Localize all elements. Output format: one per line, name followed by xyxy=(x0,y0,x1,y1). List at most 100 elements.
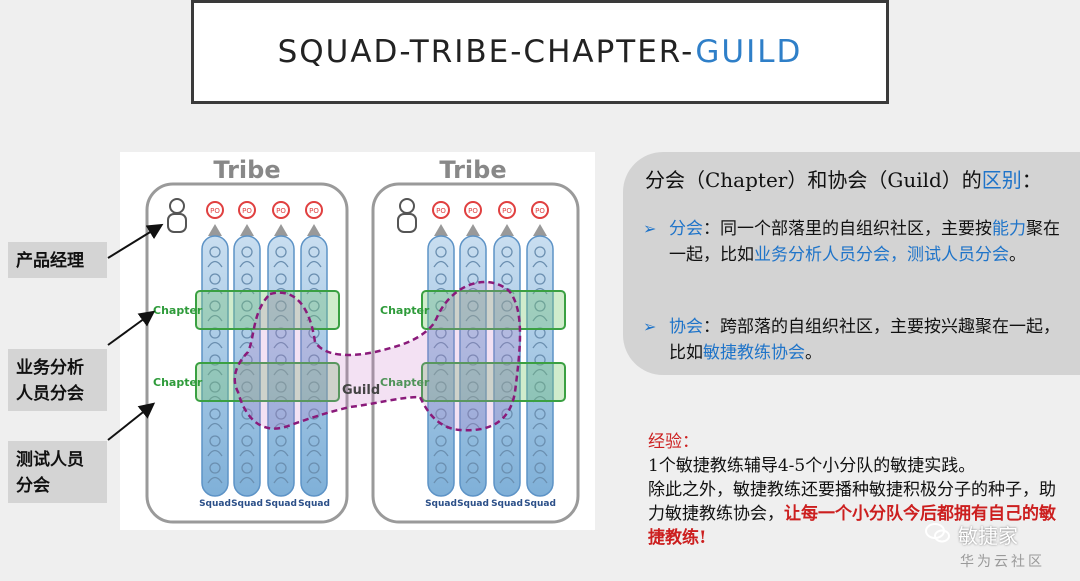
experience-line2: 除此之外，敏捷教练还要播种敏捷积极分子的种子，助力敏捷教练协会， xyxy=(648,480,1056,524)
member-icon xyxy=(435,354,447,366)
squad-column: PO Squad xyxy=(491,201,523,509)
chapter-text-1: ：同一个部落里的自组织社区，主要按 xyxy=(703,219,992,239)
chapter-band-bottom-left xyxy=(195,362,340,402)
po-label: PO xyxy=(468,207,478,215)
chapter-label-top-right: Chapter xyxy=(380,304,430,317)
member-icon xyxy=(501,462,513,474)
member-icon xyxy=(534,435,546,447)
label-product-manager-text: 产品经理 xyxy=(16,251,84,271)
member-icon xyxy=(467,354,479,366)
member-icon xyxy=(534,246,546,258)
experience-highlight: 让每一个小分队今后都拥有自己的敏捷教练! xyxy=(648,504,1056,548)
chapter-band-top-right xyxy=(421,290,566,330)
member-icon xyxy=(467,462,479,474)
panel-heading: 分会（Chapter）和协会（Guild）的区别： xyxy=(645,164,1042,193)
spotify-model-diagram: Tribe Tribe PO Squad PO Squad PO Squad PO Squad… xyxy=(120,152,595,530)
member-icon xyxy=(275,462,287,474)
up-arrow-icon xyxy=(500,224,514,236)
member-icon xyxy=(275,381,287,393)
squad-label: Squad xyxy=(524,499,556,509)
person-icon-pm-left xyxy=(167,198,187,233)
bullet-chapter: ➢ 分会：同一个部落里的自组织社区，主要按能力聚在一起，比如业务分析人员分会，测… xyxy=(643,216,1063,268)
guild-outline xyxy=(233,280,522,432)
up-arrow-icon xyxy=(307,224,321,236)
chapter-key-ability: 能力 xyxy=(992,219,1026,239)
watermark-brand: 敏捷家 xyxy=(958,524,1018,548)
member-icon xyxy=(308,300,320,312)
squad-label: Squad xyxy=(425,499,457,509)
member-icon xyxy=(241,408,253,420)
po-icon xyxy=(238,201,256,219)
po-label: PO xyxy=(276,207,286,215)
member-icon xyxy=(467,300,479,312)
panel-heading-post: ： xyxy=(1021,168,1042,192)
panel-heading-accent: 区别 xyxy=(981,168,1022,192)
member-icon xyxy=(241,435,253,447)
diagram-canvas: Tribe Tribe PO Squad PO Squad PO Squad PO Squad… xyxy=(145,156,580,524)
member-icon xyxy=(501,300,513,312)
label-ba-line2: 人员分会 xyxy=(16,384,84,404)
member-icon xyxy=(435,408,447,420)
po-icon xyxy=(432,201,450,219)
label-qa-chapter: 测试人员分会 xyxy=(8,441,107,503)
member-icon xyxy=(209,381,221,393)
bullet-guild: ➢ 协会：跨部落的自组织社区，主要按兴趣聚在一起，比如敏捷教练协会。 xyxy=(643,314,1063,366)
member-icon xyxy=(435,381,447,393)
member-icon xyxy=(308,246,320,258)
guild-text-2: 。 xyxy=(805,343,822,363)
member-icon xyxy=(209,408,221,420)
member-icon xyxy=(534,300,546,312)
member-icon xyxy=(209,246,221,258)
member-icon xyxy=(275,300,287,312)
po-label: PO xyxy=(535,207,545,215)
chapter-band-top-left xyxy=(195,290,340,330)
squad-label: Squad xyxy=(265,499,297,509)
po-icon xyxy=(305,201,323,219)
member-icon xyxy=(534,273,546,285)
member-icon xyxy=(308,435,320,447)
member-icon xyxy=(308,408,320,420)
squad-column-body xyxy=(233,235,261,497)
up-arrow-icon xyxy=(208,224,222,236)
tribe-label-left: Tribe xyxy=(213,156,280,184)
squad-label: Squad xyxy=(491,499,523,509)
member-icon xyxy=(467,435,479,447)
po-label: PO xyxy=(502,207,512,215)
member-icon xyxy=(435,246,447,258)
member-icon xyxy=(209,273,221,285)
up-arrow-icon xyxy=(466,224,480,236)
po-icon xyxy=(272,201,290,219)
squad-column: PO Squad xyxy=(265,201,297,509)
po-icon xyxy=(206,201,224,219)
guild-label: Guild xyxy=(342,383,380,398)
experience-block: 经验： 1个敏捷教练辅导4-5个小分队的敏捷实践。 除此之外，敏捷教练还要播种敏… xyxy=(648,430,1068,550)
experience-line1: 1个敏捷教练辅导4-5个小分队的敏捷实践。 xyxy=(648,456,976,476)
squad-column-body xyxy=(267,235,295,497)
member-icon xyxy=(467,381,479,393)
member-icon xyxy=(501,381,513,393)
squad-column-body xyxy=(201,235,229,497)
member-icon xyxy=(435,435,447,447)
po-label: PO xyxy=(436,207,446,215)
po-label: PO xyxy=(309,207,319,215)
member-icon xyxy=(308,462,320,474)
member-icon xyxy=(534,462,546,474)
title-box: SQUAD-TRIBE-CHAPTER-GUILD xyxy=(191,0,889,104)
squad-column-body xyxy=(526,235,554,497)
member-icon xyxy=(501,408,513,420)
chapter-key: 分会 xyxy=(669,219,703,239)
squad-label: Squad xyxy=(199,499,231,509)
squad-label: Squad xyxy=(457,499,489,509)
bullet-arrow-icon: ➢ xyxy=(643,317,657,336)
member-icon xyxy=(534,408,546,420)
member-icon xyxy=(209,435,221,447)
panel-heading-pre: 分会（Chapter）和协会（Guild）的 xyxy=(645,168,982,192)
comparison-panel: 分会（Chapter）和协会（Guild）的区别： ➢ 分会：同一个部落里的自组… xyxy=(623,152,1080,375)
chapter-label-top-left: Chapter xyxy=(153,304,203,317)
member-icon xyxy=(501,246,513,258)
chapter-label-bottom-right: Chapter xyxy=(380,376,430,389)
tribe-label-right: Tribe xyxy=(439,156,506,184)
member-icon xyxy=(501,273,513,285)
